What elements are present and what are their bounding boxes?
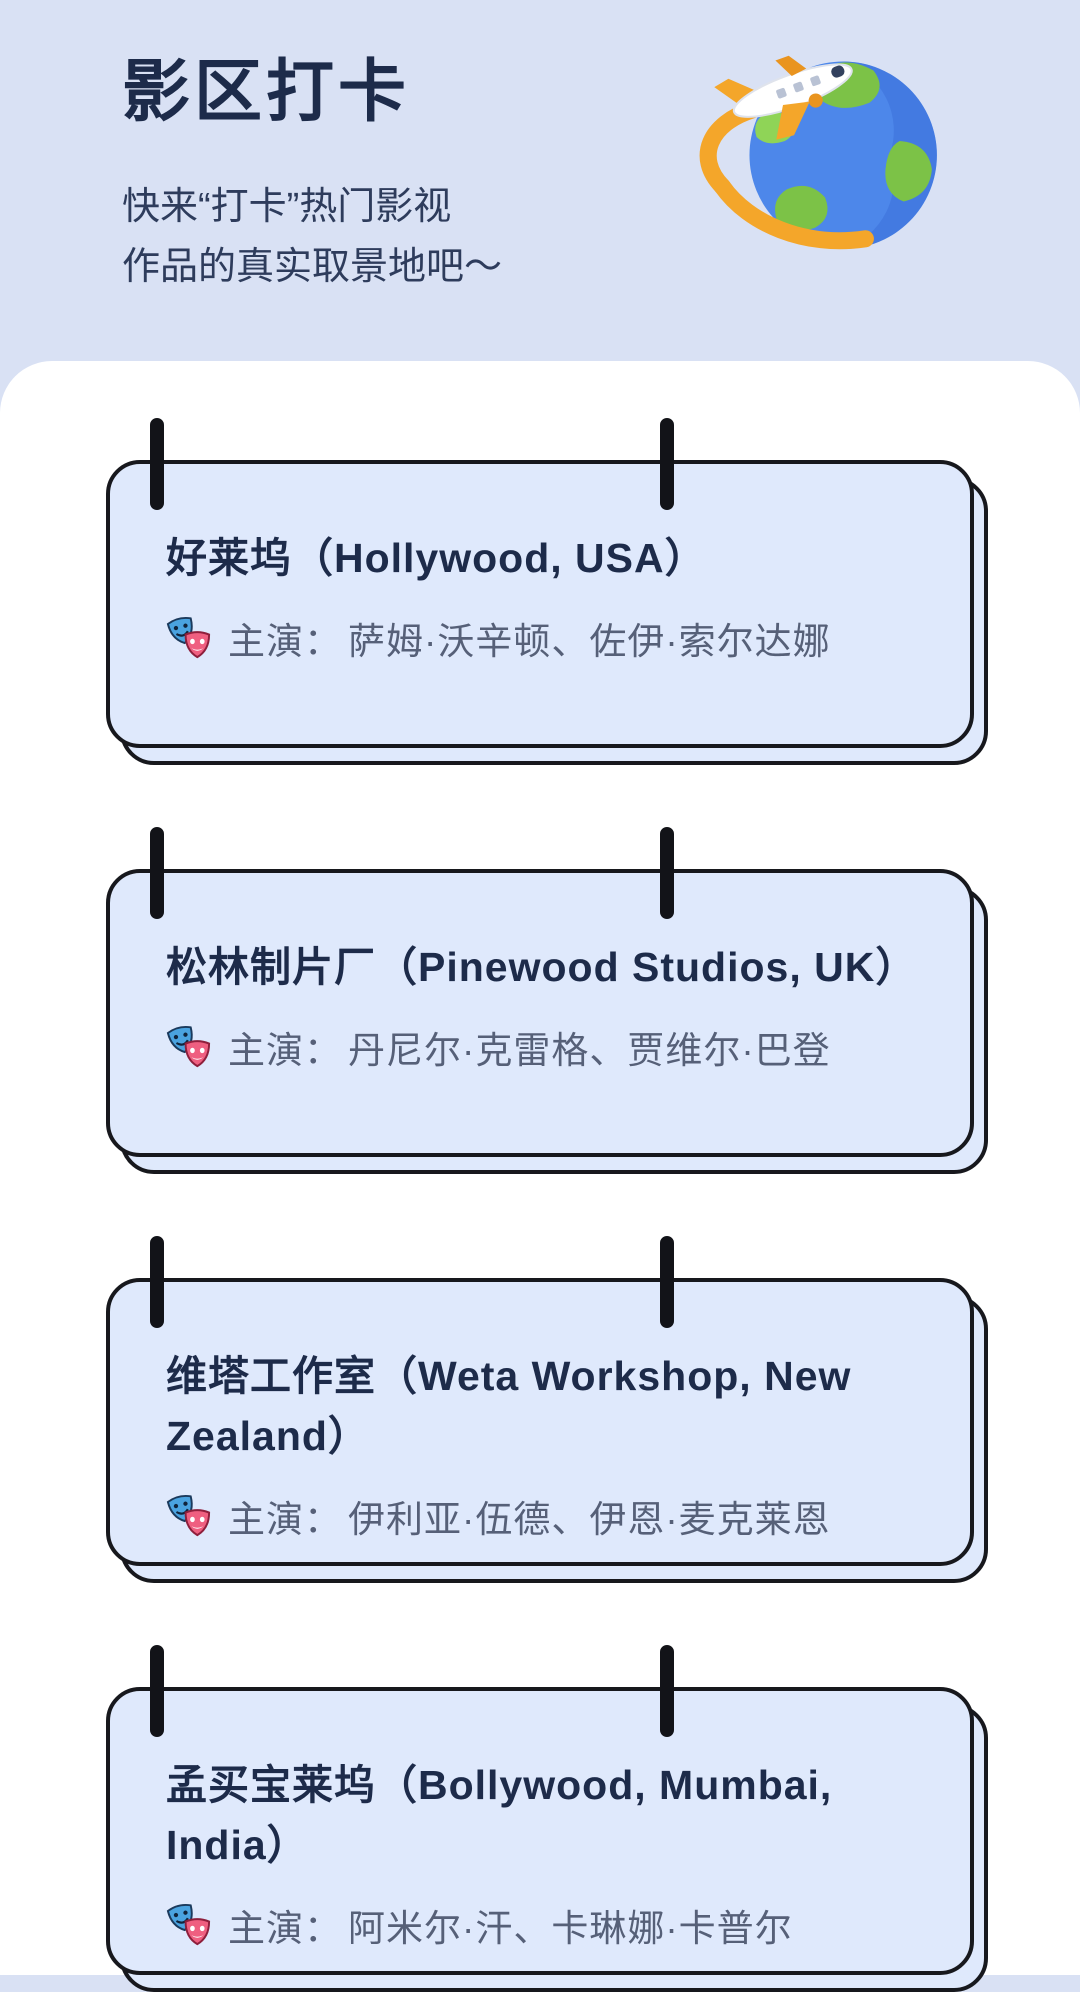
theater-masks-icon	[166, 1494, 211, 1536]
location-card: 好莱坞（Hollywood, USA）	[106, 418, 988, 765]
cast-row: 主演：阿米尔·汗、卡琳娜·卡普尔	[166, 1898, 916, 1952]
locations-sheet: 好莱坞（Hollywood, USA）	[0, 361, 1080, 1992]
binder-ring-left-icon	[150, 1236, 164, 1328]
location-card: 维塔工作室（Weta Workshop, New Zealand）	[106, 1236, 988, 1583]
page-header: 影区打卡 快来“打卡”热门影视 作品的真实取景地吧～	[0, 0, 1080, 361]
binder-ring-left-icon	[150, 827, 164, 919]
theater-masks-icon	[166, 1903, 211, 1945]
cast-names: 伊利亚·伍德、伊恩·麦克莱恩	[348, 1499, 831, 1540]
binder-ring-right-icon	[660, 418, 674, 510]
location-title: 松林制片厂（Pinewood Studios, UK）	[166, 944, 918, 990]
location-card-front[interactable]: 维塔工作室（Weta Workshop, New Zealand）	[106, 1236, 974, 1566]
location-title: 好莱坞（Hollywood, USA）	[166, 535, 707, 581]
binder-ring-right-icon	[660, 827, 674, 919]
cast-row: 主演：伊利亚·伍德、伊恩·麦克莱恩	[166, 1489, 916, 1543]
binder-ring-left-icon	[150, 418, 164, 510]
theater-masks-icon	[166, 1025, 211, 1067]
cast-names: 丹尼尔·克雷格、贾维尔·巴登	[348, 1030, 831, 1071]
cast-label: 主演：	[228, 1499, 342, 1540]
subtitle-line-1: 快来“打卡”热门影视	[122, 186, 452, 228]
page-subtitle: 快来“打卡”热门影视 作品的真实取景地吧～	[122, 177, 1020, 297]
location-card-front[interactable]: 好莱坞（Hollywood, USA）	[106, 418, 974, 748]
cast-label: 主演：	[228, 1030, 342, 1071]
location-title: 维塔工作室（Weta Workshop, New Zealand）	[166, 1353, 852, 1459]
location-card-front[interactable]: 孟买宝莱坞（Bollywood, Mumbai, India）	[106, 1645, 974, 1975]
cast-row: 主演：丹尼尔·克雷格、贾维尔·巴登	[166, 1020, 916, 1074]
location-card-front[interactable]: 松林制片厂（Pinewood Studios, UK）	[106, 827, 974, 1157]
location-card: 松林制片厂（Pinewood Studios, UK）	[106, 827, 988, 1174]
binder-ring-left-icon	[150, 1645, 164, 1737]
page-title: 影区打卡	[122, 54, 411, 130]
location-title: 孟买宝莱坞（Bollywood, Mumbai, India）	[166, 1762, 833, 1868]
subtitle-line-2: 作品的真实取景地吧～	[122, 246, 503, 289]
binder-ring-right-icon	[660, 1236, 674, 1328]
airplane-icon	[714, 55, 853, 140]
location-card: 孟买宝莱坞（Bollywood, Mumbai, India）	[106, 1645, 988, 1992]
cast-names: 阿米尔·汗、卡琳娜·卡普尔	[348, 1908, 793, 1949]
binder-ring-right-icon	[660, 1645, 674, 1737]
theater-masks-icon	[166, 616, 211, 658]
cast-label: 主演：	[228, 621, 342, 662]
cast-names: 萨姆·沃辛顿、佐伊·索尔达娜	[348, 621, 831, 662]
cast-label: 主演：	[228, 1908, 342, 1949]
cast-row: 主演：萨姆·沃辛顿、佐伊·索尔达娜	[166, 611, 916, 665]
globe-airplane-illustration	[699, 55, 937, 250]
